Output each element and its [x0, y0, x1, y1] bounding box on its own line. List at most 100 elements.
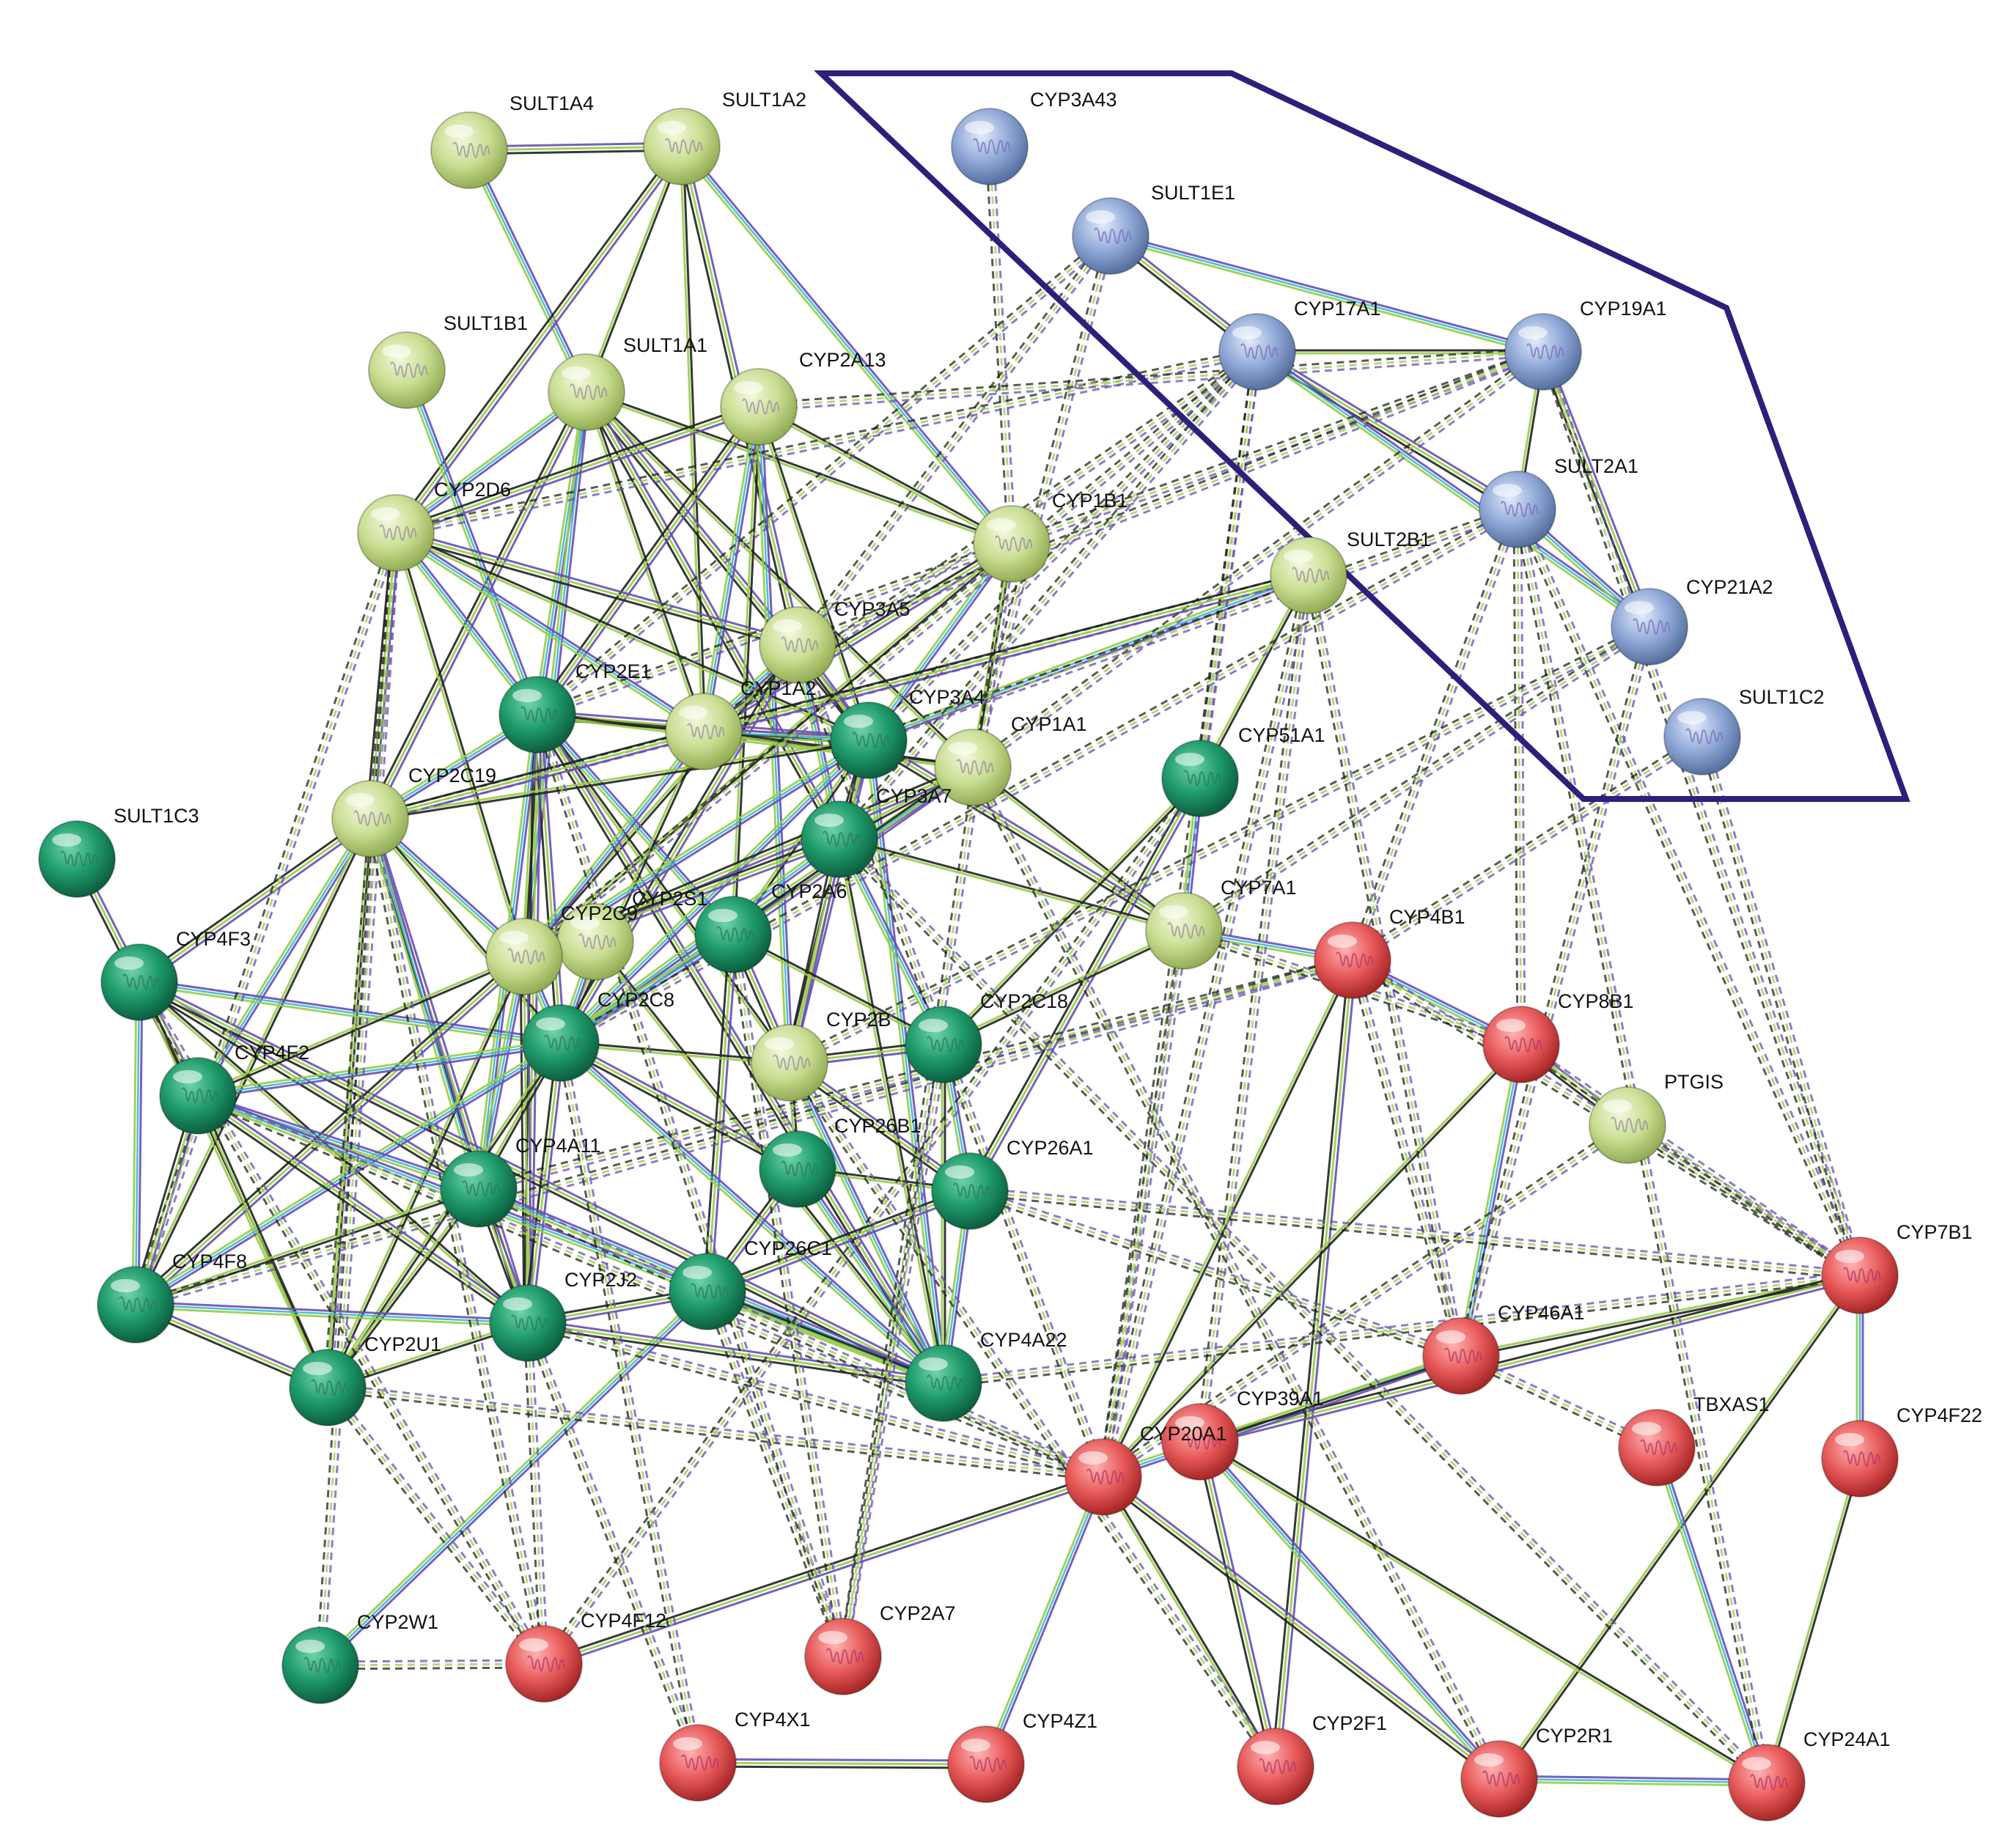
node-CYP2C18[interactable]: CYP2C18 [905, 990, 1068, 1083]
protein-structure-icon [1611, 1116, 1649, 1133]
dashed-edge-CYP2C19-CYP4F12 [365, 817, 549, 1665]
node-CYP1A1[interactable]: CYP1A1 [934, 713, 1087, 806]
sphere-highlight [536, 1017, 565, 1031]
node-CYP2C19[interactable]: CYP2C19 [331, 765, 496, 858]
node-CYP2R1[interactable]: CYP2R1 [1460, 1725, 1613, 1818]
node-CYP3A4[interactable]: CYP3A4 [830, 686, 985, 779]
node-CYP3A5[interactable]: CYP3A5 [759, 598, 910, 684]
edge-CYP4F3-CYP4F8 [131, 981, 144, 1305]
protein-structure-icon [927, 1036, 965, 1053]
node-CYP51A1[interactable]: CYP51A1 [1161, 724, 1325, 817]
protein-structure-icon [511, 1314, 549, 1331]
edge-CYP2A6-CYP26C1 [702, 934, 738, 1292]
node-label: CYP3A4 [909, 686, 985, 708]
node-CYP4F3[interactable]: CYP4F3 [100, 928, 251, 1021]
node-CYP8B1[interactable]: CYP8B1 [1482, 990, 1634, 1083]
protein-structure-icon [462, 1180, 500, 1197]
node-CYP21A2[interactable]: CYP21A2 [1611, 576, 1773, 666]
node-SULT1A4[interactable]: SULT1A4 [430, 92, 594, 189]
node-CYP4A11[interactable]: CYP4A11 [440, 1135, 601, 1228]
node-SULT1C3[interactable]: SULT1C3 [38, 805, 199, 898]
node-CYP46A1[interactable]: CYP46A1 [1422, 1302, 1585, 1395]
node-SULT1E1[interactable]: SULT1E1 [1072, 182, 1235, 275]
node-CYP2U1[interactable]: CYP2U1 [289, 1333, 441, 1426]
node-SULT1A1[interactable]: SULT1A1 [548, 334, 707, 431]
node-CYP24A1[interactable]: CYP24A1 [1728, 1728, 1891, 1821]
node-CYP4F2[interactable]: CYP4F2 [159, 1042, 309, 1135]
protein-structure-icon [1444, 1347, 1482, 1364]
node-CYP20A1[interactable]: CYP20A1 [1064, 1423, 1227, 1516]
node-CYP3A7[interactable]: CYP3A7 [801, 785, 952, 878]
sphere-highlight [673, 1737, 702, 1750]
node-CYP26C1[interactable]: CYP26C1 [669, 1237, 832, 1330]
node-CYP7B1[interactable]: CYP7B1 [1821, 1221, 1973, 1314]
node-CYP39A1[interactable]: CYP39A1 [1161, 1388, 1324, 1481]
node-CYP2W1[interactable]: CYP2W1 [282, 1611, 438, 1704]
edge-SULT1A1-CYP2D6 [393, 388, 589, 537]
node-SULT2B1[interactable]: SULT2B1 [1270, 528, 1431, 614]
node-CYP2F1[interactable]: CYP2F1 [1237, 1712, 1387, 1805]
node-CYP4Z1[interactable]: CYP4Z1 [947, 1710, 1097, 1803]
node-CYP2C8[interactable]: CYP2C8 [522, 989, 674, 1082]
sphere-highlight [1284, 550, 1313, 563]
node-CYP2D6[interactable]: CYP2D6 [357, 479, 511, 572]
dashed-edge-CYP21A2-CYP7A1 [1181, 622, 1652, 935]
sphere-highlight [844, 715, 873, 728]
edge-CYP26B1-CYP4A22 [794, 1166, 947, 1386]
sphere-highlight [519, 1638, 548, 1651]
node-CYP2C9[interactable]: CYP2C9 [485, 902, 638, 995]
node-CYP1B1[interactable]: CYP1B1 [973, 490, 1128, 583]
protein-structure-icon [1843, 1450, 1881, 1467]
node-CYP4F12[interactable]: CYP4F12 [505, 1610, 666, 1703]
sphere-highlight [1493, 484, 1522, 497]
edge-CYP4B1-CYP2F1 [1270, 959, 1358, 1767]
sphere-highlight [657, 121, 686, 134]
sphere-highlight [773, 619, 802, 633]
node-CYP1A2[interactable]: CYP1A2 [665, 677, 817, 770]
protein-structure-icon [1183, 770, 1221, 786]
node-CYP26A1[interactable]: CYP26A1 [931, 1137, 1094, 1230]
dashed-edge-CYP4A11-CYP20A1 [477, 1185, 1106, 1481]
dashed-edge-CYP2A6-CYP2A7 [728, 934, 848, 1657]
node-label: SULT1A2 [722, 89, 806, 111]
dashed-edge-CYP2D6-CYP4F8 [130, 531, 401, 1307]
node-label: SULT1A4 [509, 92, 594, 114]
node-CYP2A7[interactable]: CYP2A7 [804, 1602, 956, 1695]
node-CYP2S1[interactable]: CYP2S1 [556, 888, 708, 981]
node-SULT1A2[interactable]: SULT1A2 [643, 89, 806, 185]
edge-SULT1A1-CYP1A1 [584, 390, 975, 770]
cluster-outline [813, 70, 1910, 802]
node-PTGIS[interactable]: PTGIS [1589, 1071, 1723, 1164]
node-CYP4B1[interactable]: CYP4B1 [1314, 906, 1465, 999]
edge-CYP4A11-CYP2U1 [325, 1187, 481, 1390]
node-CYP7A1[interactable]: CYP7A1 [1145, 877, 1297, 970]
node-CYP2A13[interactable]: CYP2A13 [720, 349, 886, 446]
node-CYP2A6[interactable]: CYP2A6 [694, 880, 847, 973]
node-CYP3A43[interactable]: CYP3A43 [951, 89, 1117, 185]
edge-CYP2C8-CYP4F2 [197, 1039, 562, 1100]
node-CYP26B1[interactable]: CYP26B1 [759, 1115, 921, 1208]
node-SULT2A1[interactable]: SULT2A1 [1479, 455, 1638, 548]
node-CYP2B6[interactable]: CYP2B [751, 1009, 891, 1102]
node-CYP4X1[interactable]: CYP4X1 [659, 1709, 811, 1802]
dashed-edge-CYP19A1-CYP2A13 [758, 347, 1544, 412]
edge-CYP2C8-CYP26B1 [558, 1039, 801, 1174]
node-CYP4F8[interactable]: CYP4F8 [97, 1250, 247, 1344]
edge-CYP3A7-CYP2B6 [784, 838, 845, 1064]
sphere-highlight [295, 1640, 325, 1653]
sphere-highlight [818, 1631, 847, 1644]
edge-CYP2C19-CYP4A11 [366, 817, 483, 1190]
node-label: CYP4F12 [581, 1610, 666, 1632]
node-CYP2E1[interactable]: CYP2E1 [499, 660, 652, 754]
node-CYP4A22[interactable]: CYP4A22 [905, 1329, 1067, 1422]
node-label: CYP2B [826, 1009, 891, 1031]
node-CYP4F22[interactable]: CYP4F22 [1821, 1404, 1982, 1497]
node-SULT1B1[interactable]: SULT1B1 [368, 312, 528, 409]
dashed-edge-CYP4A22-CYP7B1 [943, 1270, 1861, 1388]
node-CYP2J2[interactable]: CYP2J2 [489, 1269, 637, 1362]
node-TBXAS1[interactable]: TBXAS1 [1618, 1393, 1770, 1487]
node-CYP17A1[interactable]: CYP17A1 [1218, 298, 1381, 391]
node-SULT1C2[interactable]: SULT1C2 [1663, 686, 1825, 776]
node-CYP19A1[interactable]: CYP19A1 [1504, 298, 1667, 391]
edge-CYP2D6-CYP1A2 [394, 529, 706, 735]
